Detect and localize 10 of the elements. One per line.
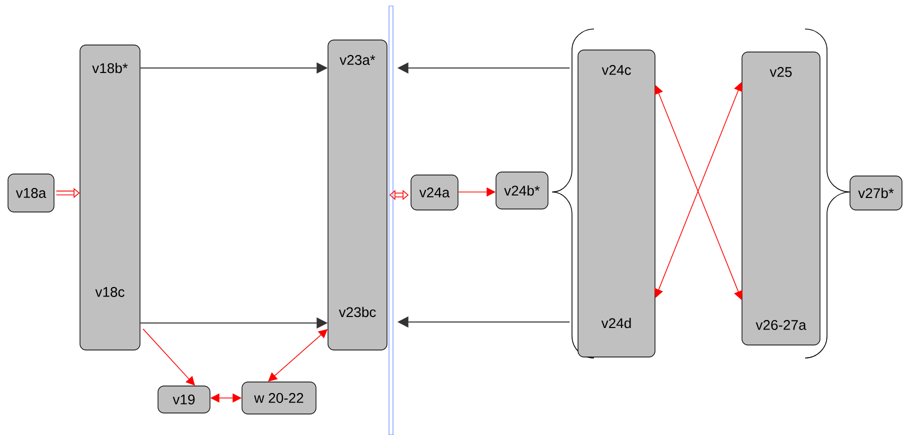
process-box: w 20-22 xyxy=(242,382,316,414)
process-box: v24c v24d xyxy=(578,50,656,358)
process-box: v18b* v18c xyxy=(80,44,140,350)
process-box: v24b* xyxy=(496,172,548,210)
process-box: v24a xyxy=(410,174,458,210)
process-box: v27b* xyxy=(850,176,902,210)
process-box: v25 v26-27a xyxy=(742,52,820,346)
process-box: v23a* v23bc xyxy=(328,40,388,350)
process-box: v19 xyxy=(158,386,210,414)
process-box: v18a xyxy=(8,174,54,212)
